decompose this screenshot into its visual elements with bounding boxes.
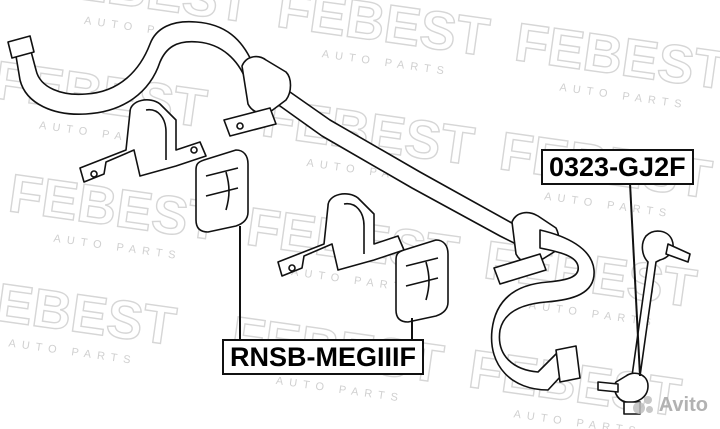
bolt-hole (90, 170, 98, 178)
avito-badge: Avito (632, 394, 708, 417)
avito-logo-icon (632, 395, 655, 416)
bar-right-end (490, 229, 595, 391)
stabilizer-bar (7, 20, 595, 391)
bar-right-tip (555, 345, 581, 383)
bushing-middle-body (395, 239, 449, 323)
bracket-clamp-middle (277, 193, 405, 277)
link-upper-stud (665, 243, 691, 263)
bolt-hole (236, 122, 244, 130)
leader-lines (239, 182, 641, 377)
bar-left-end (7, 35, 35, 59)
bushing-left-body (195, 149, 249, 233)
bracket-clamp-left-body (79, 99, 207, 183)
part-label-stabilizer-link: 0323-GJ2F (541, 149, 694, 185)
link-upper-joint (631, 230, 674, 377)
bar-mount-right-foot (493, 253, 547, 285)
bushing-left-detail (205, 167, 239, 211)
avito-text: Avito (658, 394, 708, 416)
bracket-clamp-left (79, 99, 207, 183)
bracket-clamp-middle-inner (343, 202, 365, 254)
bushing-middle-detail (405, 257, 439, 301)
bracket-clamp-middle-body (277, 193, 405, 277)
bracket-clamp-left-inner (145, 108, 167, 160)
bushing-left (195, 149, 249, 233)
bushing-middle (395, 239, 449, 323)
link-lower-stud (597, 381, 619, 393)
bolt-hole (288, 264, 296, 272)
bar-mount-left-foot (223, 107, 277, 137)
watermark-brand: FEBEST (511, 12, 720, 101)
bolt-hole (190, 146, 198, 154)
leader-line-link (629, 182, 641, 377)
part-label-bushing: RNSB-MEGIIIF (222, 339, 424, 375)
watermark-brand: FEBEST (5, 163, 224, 252)
